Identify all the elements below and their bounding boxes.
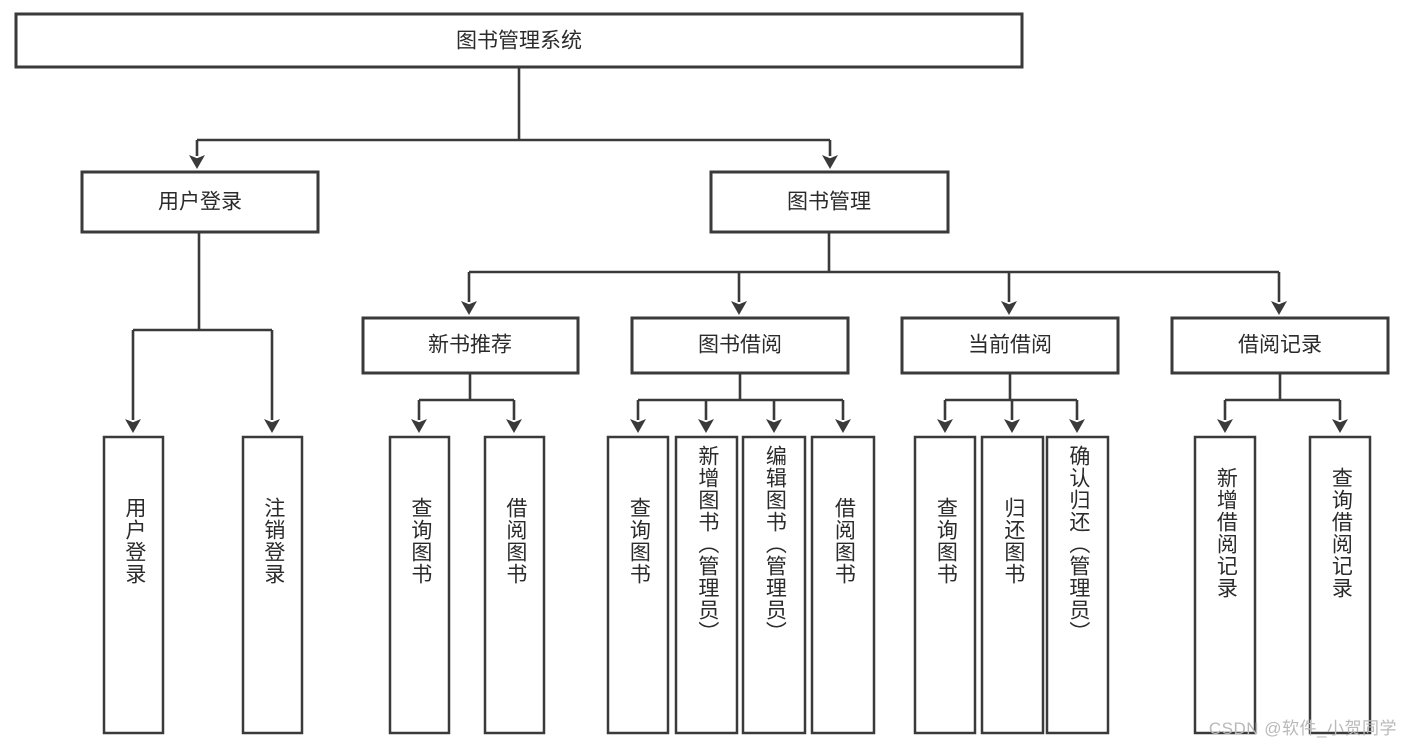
connector-borrowrecord-to-leaves [1217, 373, 1348, 433]
connector-root-to-level2 [189, 67, 838, 169]
node-current-borrow[interactable]: 当前借阅 [900, 316, 1120, 375]
node-current-borrow-label: 当前借阅 [968, 334, 1052, 357]
leaf-box-query-borrow-record[interactable] [1308, 435, 1372, 735]
connector-userlogin-to-leaves [125, 232, 280, 433]
leaf-box-logout[interactable] [241, 435, 304, 735]
connector-bookmgmt-to-level3 [461, 232, 1287, 315]
node-book-management-label: 图书管理 [787, 191, 871, 214]
node-book-borrow[interactable]: 图书借阅 [630, 316, 850, 375]
leaf-box-confirm-return-admin[interactable] [1045, 435, 1110, 735]
leaf-box-add-book-admin[interactable] [674, 435, 739, 735]
leaf-box-user-login[interactable] [102, 435, 165, 735]
leaf-box-return-book[interactable] [980, 435, 1045, 735]
leaf-box-query-book-borrow[interactable] [606, 435, 670, 735]
node-user-login[interactable]: 用户登录 [80, 170, 320, 234]
node-book-borrow-label: 图书借阅 [698, 334, 782, 357]
node-user-login-label: 用户登录 [158, 191, 242, 214]
leaf-box-query-book-recommend[interactable] [388, 435, 451, 735]
connector-currentborrow-to-leaves [937, 373, 1085, 433]
csdn-watermark: CSDN @软件_小贺同学 [1208, 719, 1397, 738]
leaf-box-borrow-book[interactable] [810, 435, 876, 735]
leaf-box-query-book-current[interactable] [913, 435, 977, 735]
node-root-label: 图书管理系统 [456, 30, 582, 53]
connector-bookborrow-to-leaves [630, 373, 851, 433]
leaf-box-borrow-book-recommend[interactable] [483, 435, 546, 735]
node-book-management[interactable]: 图书管理 [709, 170, 950, 234]
connector-newbook-to-leaves [411, 373, 522, 433]
leaf-box-add-borrow-record[interactable] [1193, 435, 1257, 735]
leaf-box-edit-book-admin[interactable] [741, 435, 807, 735]
node-new-book-recommend[interactable]: 新书推荐 [361, 316, 580, 375]
node-borrow-record-label: 借阅记录 [1238, 334, 1322, 357]
node-borrow-record[interactable]: 借阅记录 [1170, 316, 1390, 375]
node-root-book-management-system[interactable]: 图书管理系统 [14, 12, 1024, 69]
node-new-book-recommend-label: 新书推荐 [428, 334, 512, 357]
